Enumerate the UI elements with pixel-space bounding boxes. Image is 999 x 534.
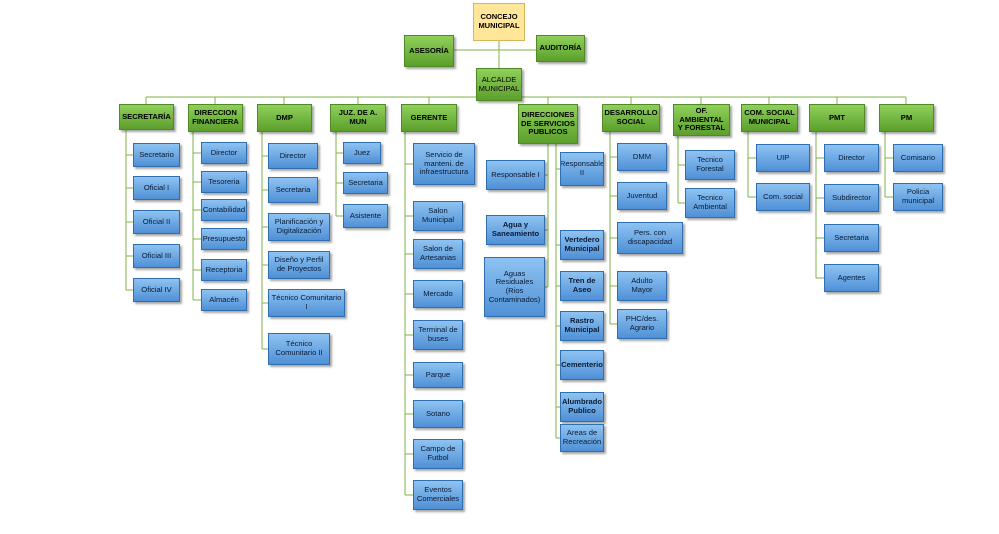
secretaria-item-oficial-1: Oficial I [133,176,180,200]
gerente-item-terminal-buses: Terminal de buses [413,320,463,350]
secretaria-item-oficial-2: Oficial II [133,210,180,234]
dmp-item-secretaria: Secretaria [268,177,318,203]
alcalde-municipal-box: ALCALDE MUNICIPAL [476,68,522,101]
financiera-item-director: Director [201,142,247,164]
gerente-item-eventos-comerciales: Eventos Comerciales [413,480,463,510]
gerente-item-campo-futbol: Campo de Futbol [413,439,463,469]
gerente-item-mercado: Mercado [413,280,463,308]
servicios-left-agua-saneamiento: Agua y Saneamiento [486,215,545,245]
servicios-item-cementerio: Cementerio [560,350,604,380]
servicios-left-responsable-1: Responsable I [486,160,545,190]
financiera-item-contabilidad: Contabilidad [201,199,247,221]
asesoria-box: ASESORÍA [404,35,454,67]
servicios-item-alumbrado: Alumbrado Publico [560,392,604,422]
juzgado-item-secretaria: Secretaria [343,172,388,194]
auditoria-box: AUDITORÍA [536,35,585,62]
juzgado-item-asistente: Asistente [343,204,388,228]
servicios-item-tren-aseo: Tren de Aseo [560,271,604,301]
dept-direccion-financiera: DIRECCION FINANCIERA [188,104,243,132]
dept-dmp: DMP [257,104,312,132]
financiera-item-almacen: Almacén [201,289,247,311]
gerente-item-sotano: Sotano [413,400,463,428]
gerente-item-mantenimiento: Servicio de manteni. de infraestructura [413,143,475,185]
servicios-item-vertedero: Vertedero Municipal [560,230,604,260]
dept-comunicacion-social: COM. SOCIAL MUNICIPAL [741,104,798,132]
dept-pmt: PMT [809,104,865,132]
comsocial-item-uip: UIP [756,144,810,172]
dept-servicios-publicos: DIRECCIONES DE SERVICIOS PUBLICOS [518,104,578,144]
ambiental-item-tecnico-forestal: Tecnico Forestal [685,150,735,180]
pmt-item-agentes: Agentes [824,264,879,292]
dept-gerente: GERENTE [401,104,457,132]
dmp-item-diseno-perfil: Diseño y Perfil de Proyectos [268,251,330,279]
financiera-item-receptoria: Receptoria [201,259,247,281]
dept-secretaria: SECRETARÍA [119,104,174,130]
financiera-item-presupuesto: Presupuesto [201,228,247,250]
dmp-item-tecnico-comunitario-1: Técnico Comunitario I [268,289,345,317]
pmt-item-subdirector: Subdirector [824,184,879,212]
desarrollo-item-juventud: Juventud [617,182,667,210]
servicios-left-aguas-residuales: Aguas Residuales (Rios Contaminados) [484,257,545,317]
dept-desarrollo-social: DESARROLLO SOCIAL [602,104,660,132]
desarrollo-item-dmm: DMM [617,143,667,171]
dept-pm: PM [879,104,934,132]
financiera-item-tesoreria: Tesoreria [201,171,247,193]
pm-item-comisario: Comisario [893,144,943,172]
dmp-item-director: Director [268,143,318,169]
desarrollo-item-adulto-mayor: Adulto Mayor [617,271,667,301]
servicios-item-responsable-2: Responsable II [560,152,604,186]
dmp-item-planificacion: Planificación y Digitalización [268,213,330,241]
gerente-item-salon-municipal: Salon Municipal [413,201,463,231]
pmt-item-secretaria: Secretaria [824,224,879,252]
gerente-item-salon-artesanias: Salon de Artesanias [413,239,463,269]
servicios-item-areas-recreacion: Areas de Recreación [560,424,604,452]
servicios-item-rastro: Rastro Municipal [560,311,604,341]
ambiental-item-tecnico-ambiental: Tecnico Ambiental [685,188,735,218]
comsocial-item-com-social: Com. social [756,183,810,211]
dept-juzgado: JUZ. DE A. MUN [330,104,386,132]
pmt-item-director: Director [824,144,879,172]
concejo-municipal-box: CONCEJO MUNICIPAL [473,3,525,41]
dmp-item-tecnico-comunitario-2: Técnico Comunitario II [268,333,330,365]
secretaria-item-secretario: Secretario [133,143,180,167]
desarrollo-item-discapacidad: Pers. con discapacidad [617,222,683,254]
pm-item-policia-municipal: Policia municipal [893,183,943,211]
gerente-item-parque: Parque [413,362,463,388]
secretaria-item-oficial-4: Oficial IV [133,278,180,302]
juzgado-item-juez: Juez [343,142,381,164]
desarrollo-item-phc-agrario: PHC/des. Agrario [617,309,667,339]
dept-ambiental-forestal: OF. AMBIENTAL Y FORESTAL [673,104,730,136]
secretaria-item-oficial-3: Oficial III [133,244,180,268]
